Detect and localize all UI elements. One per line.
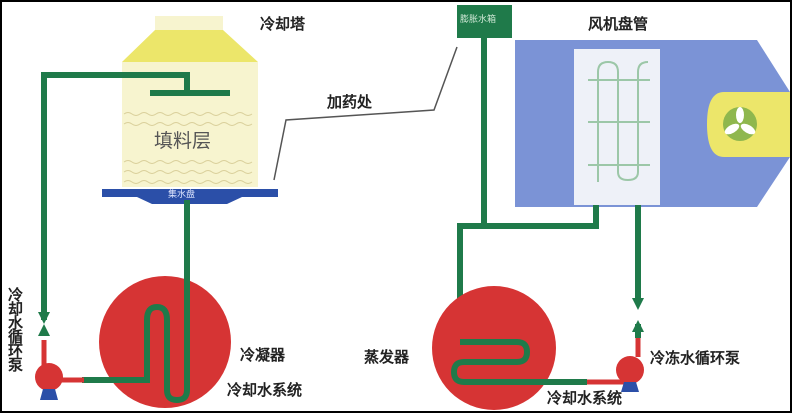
cooling-tower bbox=[102, 16, 278, 204]
pump-base bbox=[621, 382, 639, 392]
expansion-tank-label: 膨胀水箱 bbox=[460, 15, 497, 25]
expansion-tank bbox=[457, 5, 512, 38]
fill-layer-label: 填料层 bbox=[154, 130, 212, 152]
evaporator-vessel bbox=[432, 286, 556, 410]
cooling-water-pump-label: 冷却水循环泵 bbox=[6, 287, 24, 371]
cooling-water-system-label: 冷却水系统 bbox=[227, 381, 303, 399]
fan-blades bbox=[724, 107, 756, 135]
cooling-water-pipes bbox=[41, 72, 230, 320]
dosing-point-label: 加药处 bbox=[327, 93, 373, 111]
chilled-water-pipes bbox=[457, 38, 641, 342]
condenser-label: 冷凝器 bbox=[240, 346, 286, 364]
chilled-water-pump-label: 冷冻水循环泵 bbox=[650, 349, 741, 367]
arrow-up-icon bbox=[38, 324, 50, 336]
arrow-down-icon bbox=[632, 298, 644, 310]
evaporator-coil bbox=[450, 339, 587, 385]
chilled-water-pump bbox=[616, 356, 644, 384]
cooling-water-pump bbox=[35, 363, 63, 391]
coil-tubes bbox=[588, 60, 650, 182]
fill-layer-texture bbox=[123, 112, 253, 184]
pump-base bbox=[40, 389, 58, 400]
cooling-water-system-label: 冷却水系统 bbox=[547, 389, 623, 407]
collection-basin-label: 集水盘 bbox=[168, 190, 196, 200]
collection-basin bbox=[102, 189, 278, 204]
arrow-up-icon bbox=[632, 320, 644, 332]
evaporator-label: 蒸发器 bbox=[364, 348, 410, 366]
fan-coil-label: 风机盘管 bbox=[588, 15, 649, 33]
dosing-leader-line bbox=[273, 46, 458, 181]
cooling-tower-label: 冷却塔 bbox=[260, 15, 306, 33]
arrow-down-icon bbox=[38, 312, 50, 324]
condenser-coil bbox=[82, 200, 190, 404]
